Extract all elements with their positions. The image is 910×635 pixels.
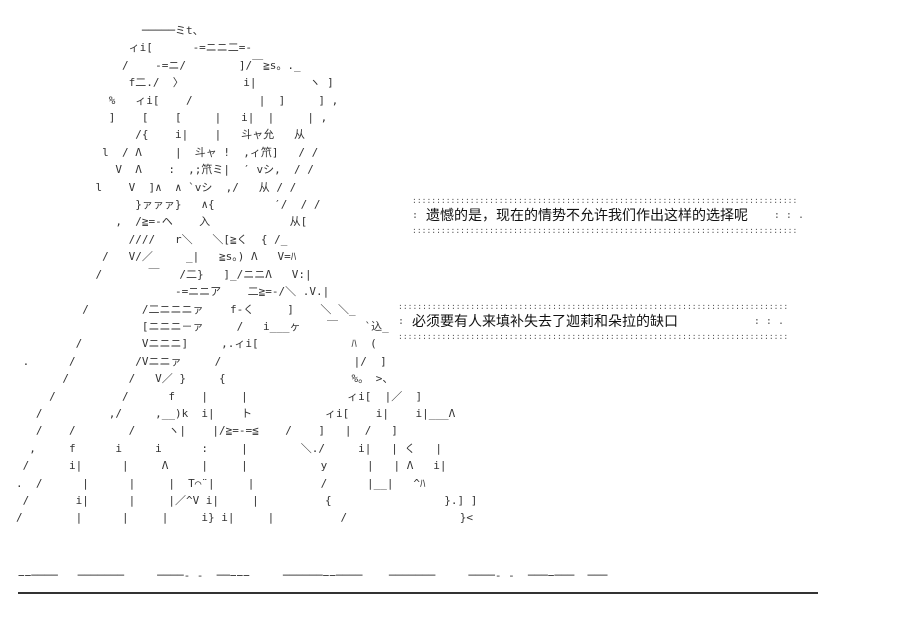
bubble-1-right-edge: : : .: [773, 210, 804, 221]
speech-bubble-1: ::::::::::::::::::::::::::::::::::::::::…: [412, 196, 804, 236]
speech-bubble-2: ::::::::::::::::::::::::::::::::::::::::…: [398, 302, 792, 342]
bubble-2-text: 必须要有人来填补失去了迦莉和朵拉的缺口: [412, 314, 678, 330]
bubble-2-left-edge: :: [398, 316, 405, 327]
bubble-1-text: 遗憾的是，现在的情势不允许我们作出这样的选择呢: [426, 208, 748, 224]
bubble-2-body: : 必须要有人来填补失去了迦莉和朵拉的缺口 : : .: [398, 312, 792, 332]
bubble-1-left-edge: :: [412, 210, 419, 221]
bubble-2-dotted-border-bottom: ::::::::::::::::::::::::::::::::::::::::…: [398, 332, 789, 341]
ground-rule: [18, 592, 818, 594]
bubble-1-dotted-border-top: ::::::::::::::::::::::::::::::::::::::::…: [412, 196, 798, 205]
bubble-1-dotted-border-bottom: ::::::::::::::::::::::::::::::::::::::::…: [412, 226, 798, 235]
ascii-art-figure: ─────ミt、 ィi[ -=ニニ二=- / -=ニ/ ]/￣≧s。._ f二.…: [16, 24, 478, 525]
ground-dashes: −−──── ─────── ────- - ──−−− ──────−−───…: [18, 569, 608, 582]
bubble-1-body: : 遗憾的是，现在的情势不允许我们作出这样的选择呢 : : .: [412, 206, 804, 226]
bubble-2-dotted-border-top: ::::::::::::::::::::::::::::::::::::::::…: [398, 302, 789, 311]
bubble-2-right-edge: : : .: [753, 316, 784, 327]
